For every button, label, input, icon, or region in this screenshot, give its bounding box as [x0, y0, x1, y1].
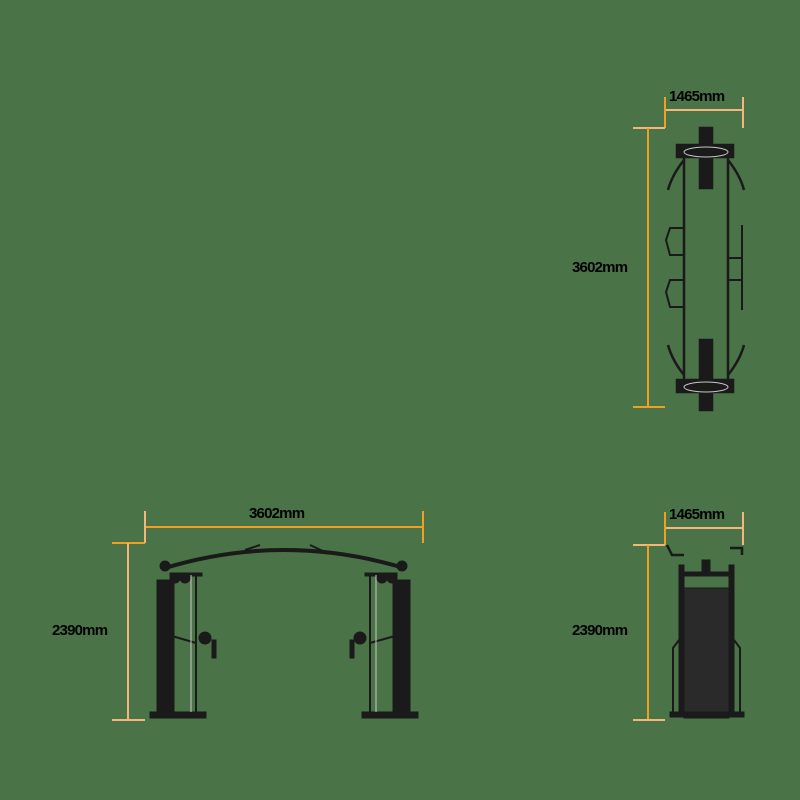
top-view-length-label: 3602mm: [572, 259, 628, 276]
top-view-dimensions: [633, 97, 744, 408]
front-view-machine: [149, 544, 419, 719]
side-view-width-label: 1465mm: [669, 506, 725, 523]
front-view-height-label: 2390mm: [52, 622, 108, 639]
front-view-dimensions: [112, 511, 424, 721]
top-view-width-label: 1465mm: [669, 88, 725, 105]
top-view-machine: [664, 126, 746, 412]
side-view-height-label: 2390mm: [572, 622, 628, 639]
side-view-machine: [665, 544, 745, 719]
side-view-dimensions: [633, 512, 744, 721]
front-view-width-label: 3602mm: [249, 505, 305, 522]
